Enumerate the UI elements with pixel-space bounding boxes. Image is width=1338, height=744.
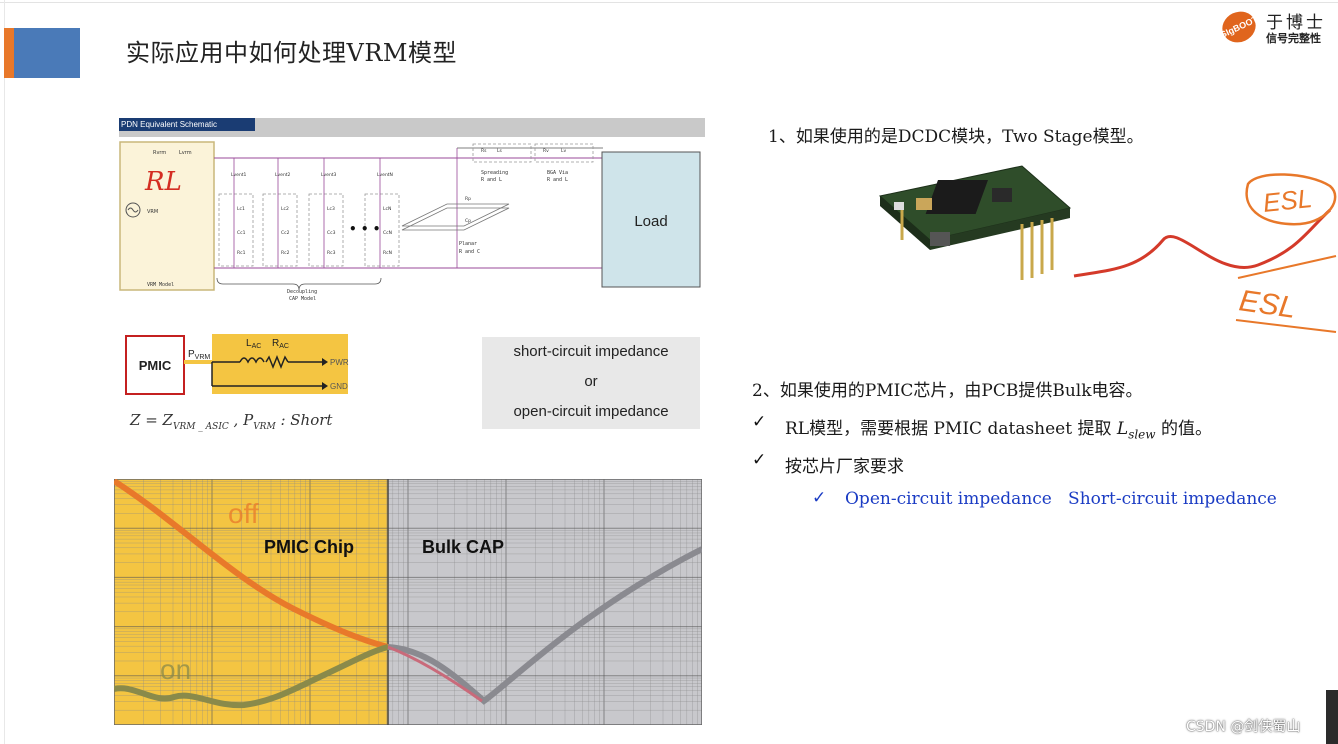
svg-text:Rc2: Rc2 [281,250,290,256]
impedance-graph: off on PMIC Chip Bulk CAP [112,478,704,726]
svg-text:PWR: PWR [330,358,349,367]
svg-text:Lc3: Lc3 [327,206,335,212]
svg-text:CcN: CcN [383,230,392,236]
bulk-cap-label: Bulk CAP [422,537,504,557]
svg-text:Rv: Rv [543,148,549,154]
esl-annotation-scribble: ESL ESL [1068,160,1338,340]
bulk-curve-low [387,645,483,703]
svg-text:Planar: Planar [459,241,477,247]
svg-text:Rvrm: Rvrm [153,150,166,156]
resistor-symbol [265,354,289,370]
load-label: Load [634,213,667,230]
slide-title: 实际应用中如何处理VRM模型 [126,39,457,67]
svg-text:Rc1: Rc1 [237,250,246,256]
title-accent-blue [14,28,80,78]
svg-text:CAP Model: CAP Model [289,296,316,302]
svg-text:Lc1: Lc1 [237,206,245,212]
logo-bottom-text: 信号完整性 [1266,32,1321,45]
check-icon: ✓ [752,450,767,470]
pmic-chip-label: PMIC Chip [264,537,354,557]
check-icon: ✓ [812,488,827,508]
svg-text:Rp: Rp [465,196,471,202]
svg-text:Ls: Ls [497,148,503,154]
schematic-header-bar [119,118,705,137]
svg-text:LcN: LcN [383,206,391,212]
schematic-title: PDN Equivalent Schematic [119,118,255,131]
item-rl-model: RL模型，需要根据 PMIC datasheet 提取 Lslew 的值。 [785,419,1212,442]
off-label: off [228,498,259,529]
logo: SIgBOOT 于博士 信号完整性 [1217,6,1334,48]
rl-handwritten: RL [144,167,182,197]
impedance-option-open: open-circuit impedance [513,403,669,420]
ellipsis-dots: • • • [349,222,380,236]
esl-label-1: ESL [1261,183,1313,218]
svg-text:Rs: Rs [481,148,487,154]
svg-text:PVRM: PVRM [188,349,210,361]
title-accent-orange [4,28,14,78]
impedance-graph-svg: off on PMIC Chip Bulk CAP [112,478,704,726]
svg-text:RAC: RAC [272,338,289,350]
svg-text:BGA Via: BGA Via [547,170,568,176]
grid-lines [113,479,702,726]
bulk-curve [387,546,704,705]
left-border [4,0,5,744]
impedance-option-short: short-circuit impedance [513,343,669,360]
svg-text:Lvrm: Lvrm [179,150,192,156]
svg-text:Rc3: Rc3 [327,250,336,256]
svg-text:Cp: Cp [465,218,471,224]
top-border [0,2,1338,3]
off-curve [112,478,389,650]
item-vendor-requirement: 按芯片厂家要求 [785,457,904,477]
esl-label-2: ESL [1237,284,1298,325]
on-curve [113,644,389,709]
svg-text:VRM Model: VRM Model [147,282,174,288]
svg-text:Lv: Lv [561,148,567,154]
logo-top-text: 于博士 [1266,13,1326,33]
dcdc-module-image [872,158,1076,288]
item-1-dcdc: 1、如果使用的是DCDC模块，Two Stage模型。 [768,127,1144,147]
svg-text:Lvent1: Lvent1 [231,172,247,178]
inductor-symbol [239,357,265,364]
svg-text:Cc1: Cc1 [237,230,246,236]
svg-text:RcN: RcN [383,250,392,256]
svg-text:LventN: LventN [377,172,393,178]
svg-text:Lc2: Lc2 [281,206,289,212]
impedance-formula: Z = ZVRM _ ASIC , PVRM : Short [130,411,333,432]
svg-text:Cc2: Cc2 [281,230,290,236]
load-box [601,151,701,288]
svg-text:R and L: R and L [481,177,502,183]
svg-text:Decoupling: Decoupling [287,289,317,295]
watermark: CSDN @剑侠蜀山 [1186,719,1301,735]
svg-text:Spreading: Spreading [481,170,508,176]
vrm-source-icon [125,202,141,218]
logo-badge: SIgBOOT [1217,6,1261,48]
item-impedance-types: Open-circuit impedance Short-circuit imp… [845,489,1277,509]
schematic-drawing: RL VRM Rvrm Lvrm VRM Model [119,141,701,302]
svg-text:R and L: R and L [547,177,568,183]
svg-text:R and C: R and C [459,249,480,255]
svg-text:Lvent2: Lvent2 [275,172,291,178]
svg-text:GND: GND [330,382,348,391]
impedance-option-or: or [584,373,598,390]
svg-text:VRM: VRM [147,209,158,215]
bulk-cap-region [388,479,702,725]
svg-text:LAC: LAC [246,338,261,350]
decap-branches [218,148,458,268]
pdn-schematic: PDN Equivalent Schematic RL VRM Rvrm Lvr… [117,118,707,306]
check-icon: ✓ [752,412,767,432]
vrm-model-box [119,141,215,291]
pmic-equivalent-circuit: PMIC PVRM LAC RAC PWR GND [116,334,356,400]
on-label: on [160,654,191,685]
svg-text:PMIC: PMIC [139,358,172,373]
svg-text:Cc3: Cc3 [327,230,336,236]
item-2-pmic: 2、如果使用的PMIC芯片，由PCB提供Bulk电容。 [752,381,1143,401]
impedance-options-box: short-circuit impedance or open-circuit … [482,337,700,429]
pmic-region [114,479,388,725]
right-edge-bar [1326,690,1338,744]
pmic-block [125,335,185,395]
svg-text:Lvent3: Lvent3 [321,172,337,178]
planar-plane [401,203,510,227]
